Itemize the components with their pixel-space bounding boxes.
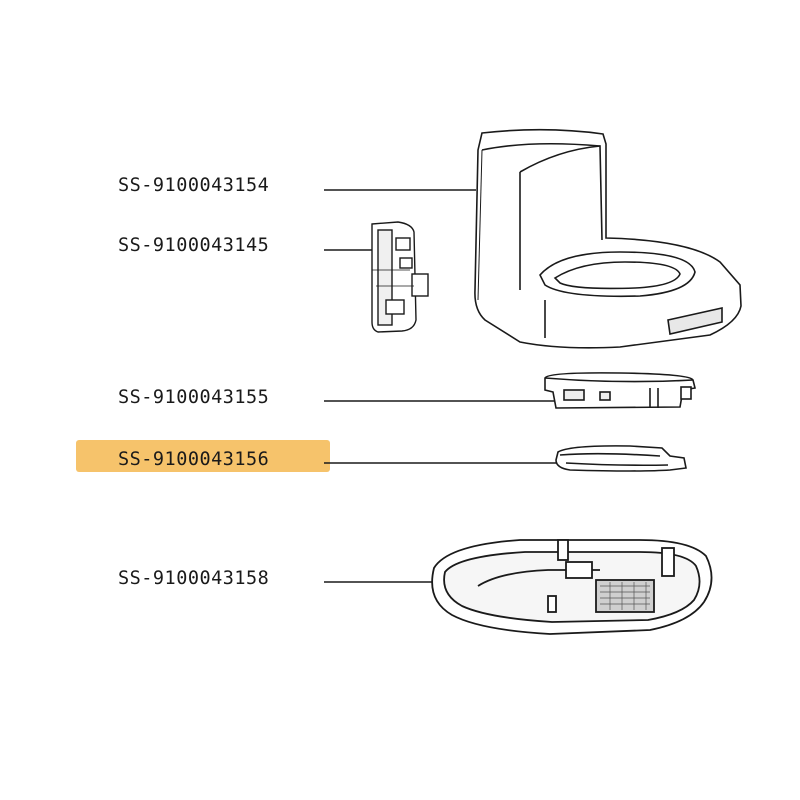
- seal-ring-drawing: [555, 445, 687, 472]
- part-label-seal-ring[interactable]: SS-9100043156: [118, 449, 270, 470]
- control-board-drawing: [371, 221, 429, 333]
- part-label-upper-housing[interactable]: SS-9100043154: [118, 175, 270, 196]
- part-label-base-housing[interactable]: SS-9100043158: [118, 568, 270, 589]
- top-plate-drawing: [544, 372, 696, 409]
- part-label-top-plate[interactable]: SS-9100043155: [118, 387, 270, 408]
- selected-part-highlight: [76, 440, 330, 472]
- upper-housing-drawing: [474, 128, 742, 349]
- base-housing-drawing: [431, 539, 713, 635]
- part-label-control-board[interactable]: SS-9100043145: [118, 235, 270, 256]
